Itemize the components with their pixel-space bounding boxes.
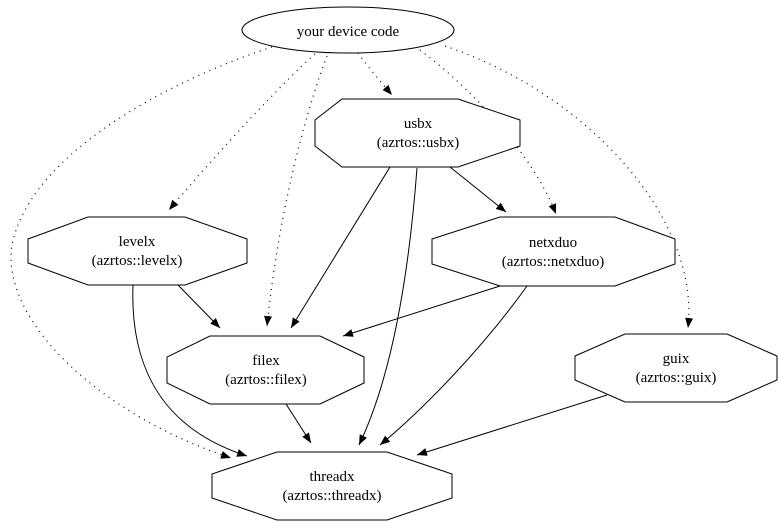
guix-package: (azrtos::guix) [636, 370, 717, 386]
edge-usbx-netxduo [449, 166, 507, 213]
guix-octagon [574, 333, 778, 403]
device-code-label: your device code [297, 24, 400, 40]
edge-levelx-threadx [132, 284, 248, 457]
edge-netxduo-filex [342, 285, 501, 337]
node-netxduo: netxduo (azrtos::netxduo) [431, 216, 676, 287]
edge-usbx-filex [290, 166, 391, 329]
edge-usbx-threadx [358, 167, 418, 446]
node-device-code: your device code [241, 6, 455, 54]
node-levelx: levelx (azrtos::levelx) [27, 216, 248, 286]
threadx-name: threadx [310, 469, 355, 485]
edge-filex-threadx [285, 403, 312, 444]
usbx-octagon [314, 98, 521, 168]
levelx-name: levelx [119, 234, 156, 250]
edge-device-levelx [168, 53, 316, 211]
threadx-octagon [211, 451, 453, 521]
usbx-package: (azrtos::usbx) [377, 135, 459, 151]
filex-package: (azrtos::filex) [225, 372, 307, 388]
node-filex: filex (azrtos::filex) [166, 335, 365, 405]
threadx-package: (azrtos::threadx) [282, 488, 381, 504]
edge-device-threadx [10, 46, 273, 459]
netxduo-octagon [431, 216, 676, 287]
node-threadx: threadx (azrtos::threadx) [211, 451, 453, 521]
netxduo-name: netxduo [529, 235, 577, 251]
filex-octagon [166, 335, 365, 405]
levelx-octagon [27, 216, 248, 286]
edge-guix-threadx [416, 394, 608, 456]
edge-levelx-filex [177, 284, 221, 329]
device-code-ellipse [241, 6, 455, 54]
netxduo-package: (azrtos::netxduo) [502, 254, 604, 270]
node-usbx: usbx (azrtos::usbx) [314, 98, 521, 168]
usbx-name: usbx [404, 116, 433, 132]
node-guix: guix (azrtos::guix) [574, 333, 778, 403]
edge-netxduo-threadx [379, 285, 528, 446]
guix-name: guix [663, 351, 690, 367]
levelx-package: (azrtos::levelx) [92, 253, 183, 269]
filex-name: filex [252, 353, 280, 369]
